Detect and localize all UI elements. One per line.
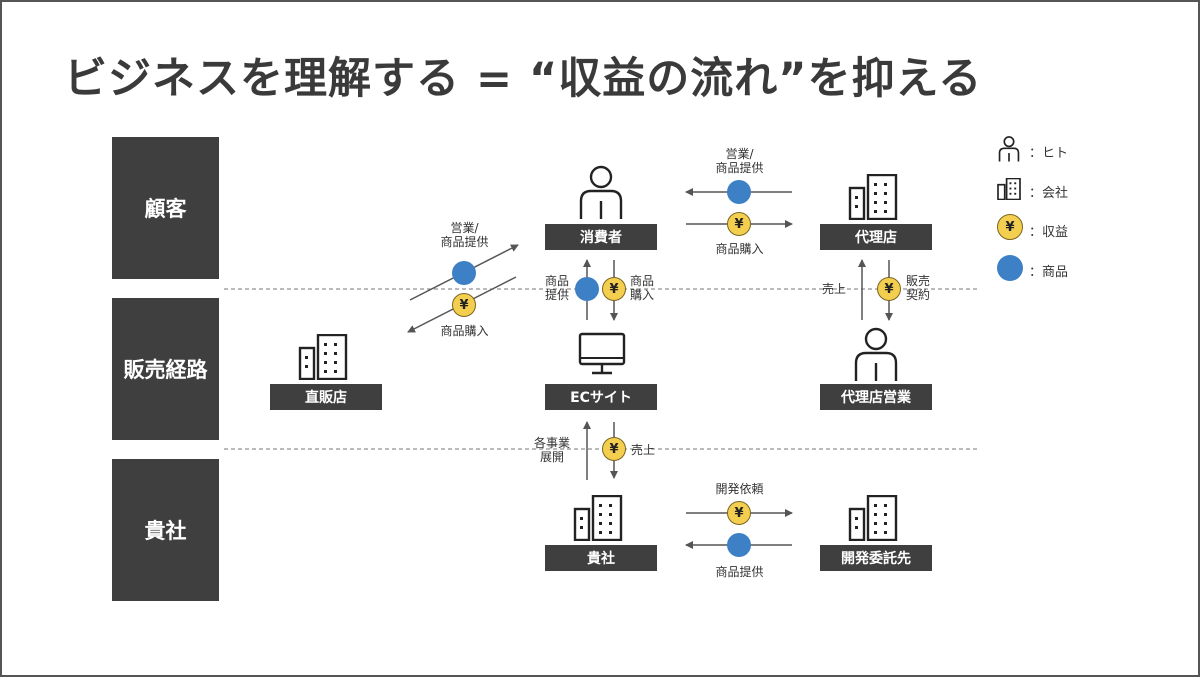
legend-product-dot — [997, 255, 1023, 281]
legend-revenue-label: ：収益 — [1029, 225, 1069, 240]
yen-coin-icon: ¥ — [452, 293, 476, 317]
flow-label-business-expansion: 各事業 展開 — [534, 436, 571, 464]
person-icon — [579, 165, 623, 219]
legend-person-label: ：ヒト — [1029, 146, 1069, 161]
building-icon — [573, 495, 623, 541]
flow-label-purchase-left: 商品購入 — [440, 324, 489, 338]
page-title: ビジネスを理解する = “収益の流れ”を抑える — [64, 54, 983, 104]
node-agency-sales: 代理店営業 — [820, 384, 932, 410]
yen-coin-icon: ¥ — [727, 501, 751, 525]
flow-label-purchase-top: 商品購入 — [715, 242, 764, 256]
yen-coin-icon: ¥ — [602, 437, 626, 461]
monitor-icon — [578, 332, 626, 375]
flow-label-revenue-agency: 売上 — [822, 282, 847, 296]
product-dot — [575, 277, 599, 301]
person-icon — [854, 327, 898, 381]
legend-company-label: ：会社 — [1029, 186, 1069, 201]
row-label-customer: 顧客 — [112, 137, 219, 279]
legend-product-label: ：商品 — [1029, 265, 1069, 280]
node-direct-store: 直販店 — [270, 384, 382, 410]
flow-label-sales-contract: 販売 契約 — [906, 274, 931, 302]
node-ec-site: ECサイト — [545, 384, 657, 410]
node-company: 貴社 — [545, 545, 657, 571]
product-dot — [452, 261, 476, 285]
building-icon — [848, 174, 898, 220]
legend-person-icon — [998, 136, 1020, 162]
legend-yen-coin-icon: ¥ — [997, 214, 1023, 240]
node-consumer: 消費者 — [545, 224, 657, 250]
legend-building-icon — [997, 178, 1021, 200]
flow-label-product-supply-bottom: 商品提供 — [715, 565, 764, 579]
node-agency: 代理店 — [820, 224, 932, 250]
flow-label-revenue-company: 売上 — [631, 443, 656, 457]
flow-label-sales-supply-top: 営業/ 商品提供 — [715, 147, 764, 175]
building-icon — [848, 495, 898, 541]
yen-coin-icon: ¥ — [727, 212, 751, 236]
flow-label-sales-supply-left: 営業/ 商品提供 — [440, 221, 489, 249]
flow-label-dev-request: 開発依頼 — [715, 482, 764, 496]
flow-label-product-supply-ec: 商品 提供 — [545, 274, 570, 302]
building-icon — [298, 334, 348, 380]
product-dot — [727, 533, 751, 557]
node-contractor: 開発委託先 — [820, 545, 932, 571]
row-label-channel: 販売経路 — [112, 298, 219, 440]
flow-label-product-purchase-ec: 商品 購入 — [630, 274, 655, 302]
yen-coin-icon: ¥ — [877, 277, 901, 301]
yen-coin-icon: ¥ — [602, 277, 626, 301]
row-label-company: 貴社 — [112, 459, 219, 601]
product-dot — [727, 180, 751, 204]
